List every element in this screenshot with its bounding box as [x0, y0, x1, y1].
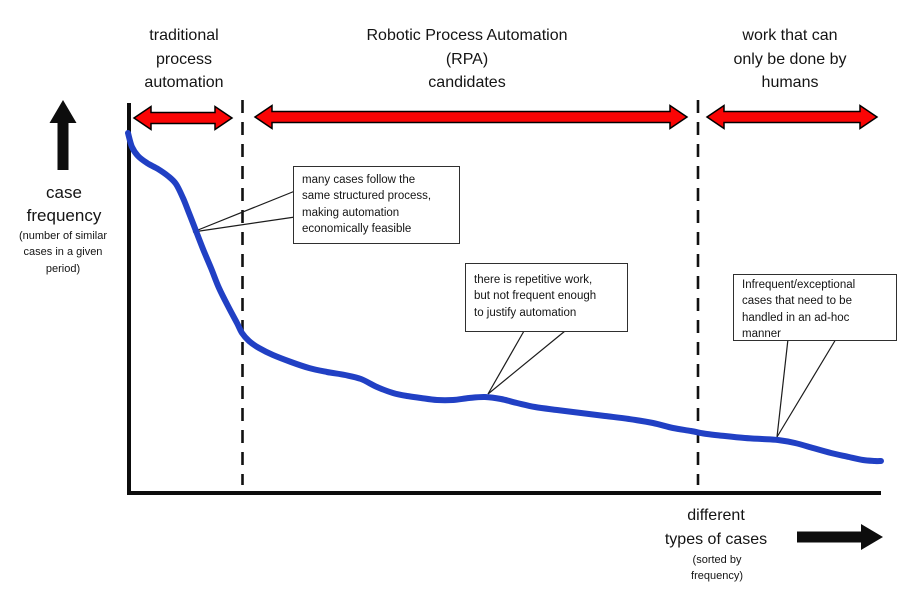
frequency-curve	[125, 130, 884, 465]
region-label-humans: work that can only be done by humans	[733, 27, 847, 91]
callout-1-leader-lower	[192, 216, 296, 233]
red-span-arrow-traditional	[132, 105, 234, 131]
red-span-arrow-rpa	[253, 104, 689, 130]
callout-2-leader-right	[487, 330, 566, 395]
y-axis-title: case frequency	[26, 183, 102, 225]
region-label-rpa-candidates: Robotic Process Automation (RPA) candida…	[366, 27, 568, 91]
callout-repetitive-work: there is repetitive work, but not freque…	[465, 263, 628, 332]
x-axis-right-arrow-icon	[797, 524, 883, 550]
y-axis-up-arrow-icon	[49, 100, 77, 170]
callout-1-leader-upper	[192, 190, 296, 233]
x-axis-title: different types of cases	[664, 507, 768, 548]
y-axis-subtitle: (number of similar cases in a given peri…	[18, 230, 108, 275]
callout-exceptional-cases: Infrequent/exceptional cases that need t…	[733, 274, 897, 341]
red-span-arrow-humans	[705, 104, 879, 130]
callout-2-leader-left	[487, 330, 525, 395]
callout-3-leader-left	[776, 338, 789, 438]
callout-3-leader-right	[776, 338, 837, 438]
x-axis-subtitle: (sorted by frequency)	[691, 554, 743, 582]
region-label-traditional: traditional process automation	[144, 27, 224, 91]
callout-structured-process: many cases follow the same structured pr…	[293, 166, 460, 244]
